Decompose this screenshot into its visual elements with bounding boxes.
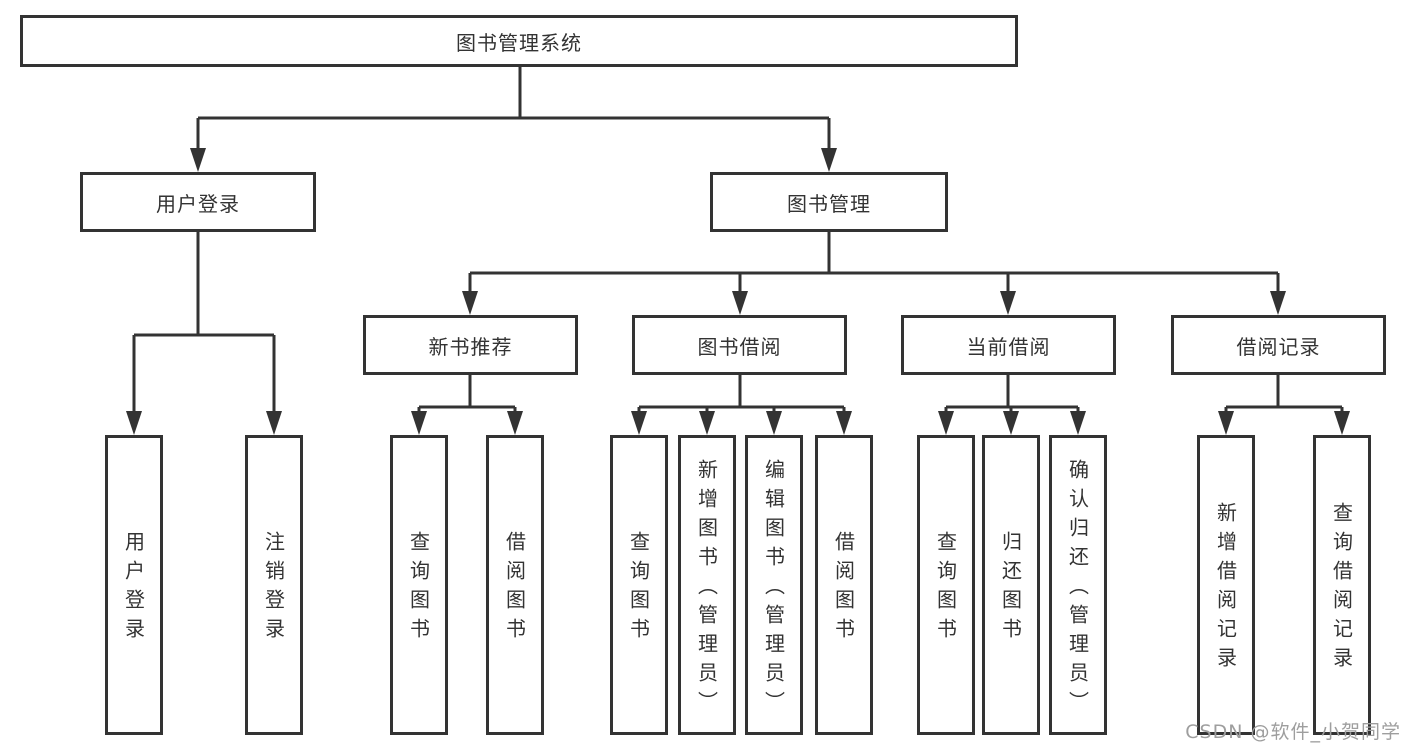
node-book-management: 图书管理: [710, 172, 948, 232]
csdn-watermark: CSDN @软件_小贺同学: [1185, 721, 1401, 743]
leaf-user-login: 用户登录: [105, 435, 163, 735]
node-new-book-recommend: 新书推荐: [363, 315, 578, 375]
connector-borrow-records-sub: [1218, 375, 1350, 435]
leaf-add-books-admin: 新增图书（管理员）: [678, 435, 736, 735]
node-user-login: 用户登录: [80, 172, 316, 232]
leaf-query-books-new-book: 查询图书: [390, 435, 448, 735]
connector-book-management-branch: [462, 232, 1286, 315]
leaf-logout: 注销登录: [245, 435, 303, 735]
leaf-add-borrow-record: 新增借阅记录: [1197, 435, 1255, 735]
connector-book-borrow-sub: [631, 375, 852, 435]
connector-current-borrow-sub: [938, 375, 1086, 435]
leaf-borrow-books-new-book: 借阅图书: [486, 435, 544, 735]
node-library-management-system: 图书管理系统: [20, 15, 1018, 67]
node-current-borrow: 当前借阅: [901, 315, 1116, 375]
connector-new-book-sub: [411, 375, 523, 435]
connector-root-to-level2: [190, 67, 837, 172]
leaf-query-books-book-borrow: 查询图书: [610, 435, 668, 735]
leaf-borrow-books-book-borrow: 借阅图书: [815, 435, 873, 735]
node-book-borrow: 图书借阅: [632, 315, 847, 375]
leaf-edit-books-admin: 编辑图书（管理员）: [745, 435, 803, 735]
node-borrow-records: 借阅记录: [1171, 315, 1386, 375]
leaf-query-books-current-borrow: 查询图书: [917, 435, 975, 735]
connector-user-login-branch: [126, 232, 282, 435]
leaf-return-books: 归还图书: [982, 435, 1040, 735]
leaf-query-borrow-record: 查询借阅记录: [1313, 435, 1371, 735]
leaf-confirm-return-admin: 确认归还（管理员）: [1049, 435, 1107, 735]
